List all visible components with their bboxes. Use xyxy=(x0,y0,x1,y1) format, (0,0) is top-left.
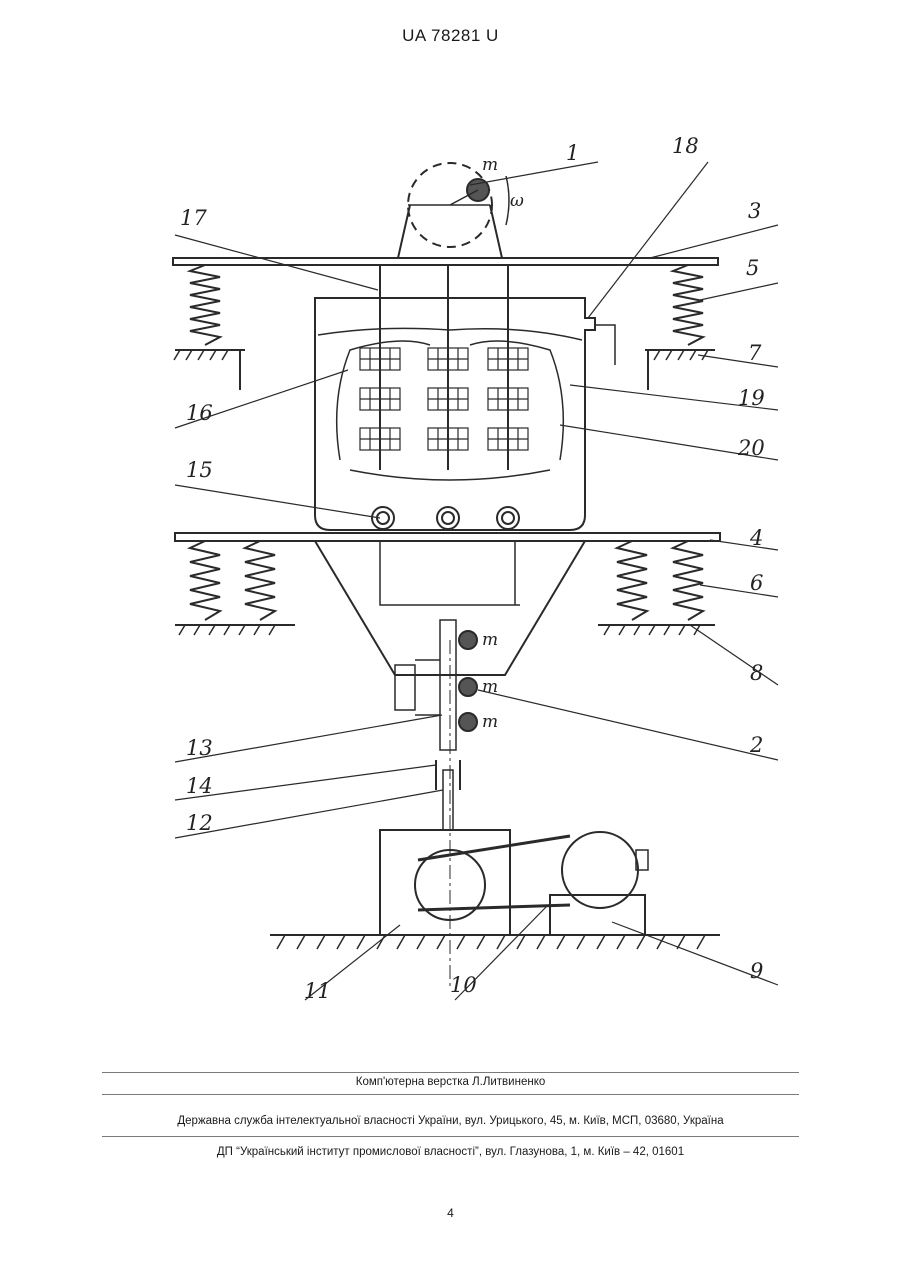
mass-symbol-2: m xyxy=(482,677,498,697)
institute-address: ДП “Український інститут промислової вла… xyxy=(0,1146,901,1158)
footer-rule-2 xyxy=(102,1094,799,1095)
label-1: 1 xyxy=(566,141,579,165)
agency-address: Державна служба інтелектуальної власност… xyxy=(0,1115,901,1127)
label-14: 14 xyxy=(186,774,213,798)
container-tank xyxy=(315,298,595,530)
vertical-shaft xyxy=(440,620,456,750)
spring-left-top xyxy=(190,265,220,345)
label-13: 13 xyxy=(186,736,213,760)
funnel-hopper xyxy=(315,541,585,675)
mass-symbol-top: m xyxy=(482,155,498,175)
mass-symbol-1: m xyxy=(482,630,498,650)
label-12: 12 xyxy=(186,811,213,835)
label-18: 18 xyxy=(672,134,699,158)
mass-symbol-3: m xyxy=(482,712,498,732)
label-9: 9 xyxy=(750,959,763,983)
label-2: 2 xyxy=(749,733,763,757)
label-11: 11 xyxy=(304,979,331,1003)
label-3: 3 xyxy=(748,199,761,223)
label-19: 19 xyxy=(738,386,765,410)
label-16: 16 xyxy=(186,401,213,425)
bottom-plate xyxy=(175,533,720,541)
rotation-arrow-icon xyxy=(506,176,509,225)
footer-rule-3 xyxy=(102,1136,799,1137)
layout-credit: Комп'ютерна верстка Л.Литвиненко xyxy=(0,1076,901,1088)
label-20: 20 xyxy=(737,436,765,460)
label-4: 4 xyxy=(749,526,763,550)
label-17: 17 xyxy=(180,206,207,230)
technical-drawing: 1 18 3 5 7 17 16 19 20 15 4 6 8 2 13 14 … xyxy=(150,120,790,1010)
belt-drive xyxy=(418,836,570,910)
page-number: 4 xyxy=(0,1206,901,1220)
spring-right-top xyxy=(673,265,703,345)
label-10: 10 xyxy=(450,973,477,997)
patent-number: UA 78281 U xyxy=(0,26,901,46)
label-6: 6 xyxy=(750,571,763,595)
label-5: 5 xyxy=(746,256,759,280)
top-plate xyxy=(173,258,718,265)
label-7: 7 xyxy=(748,341,762,365)
label-8: 8 xyxy=(750,661,763,685)
omega-symbol: ω xyxy=(510,191,524,211)
label-15: 15 xyxy=(186,458,213,482)
footer-rule-1 xyxy=(102,1072,799,1073)
